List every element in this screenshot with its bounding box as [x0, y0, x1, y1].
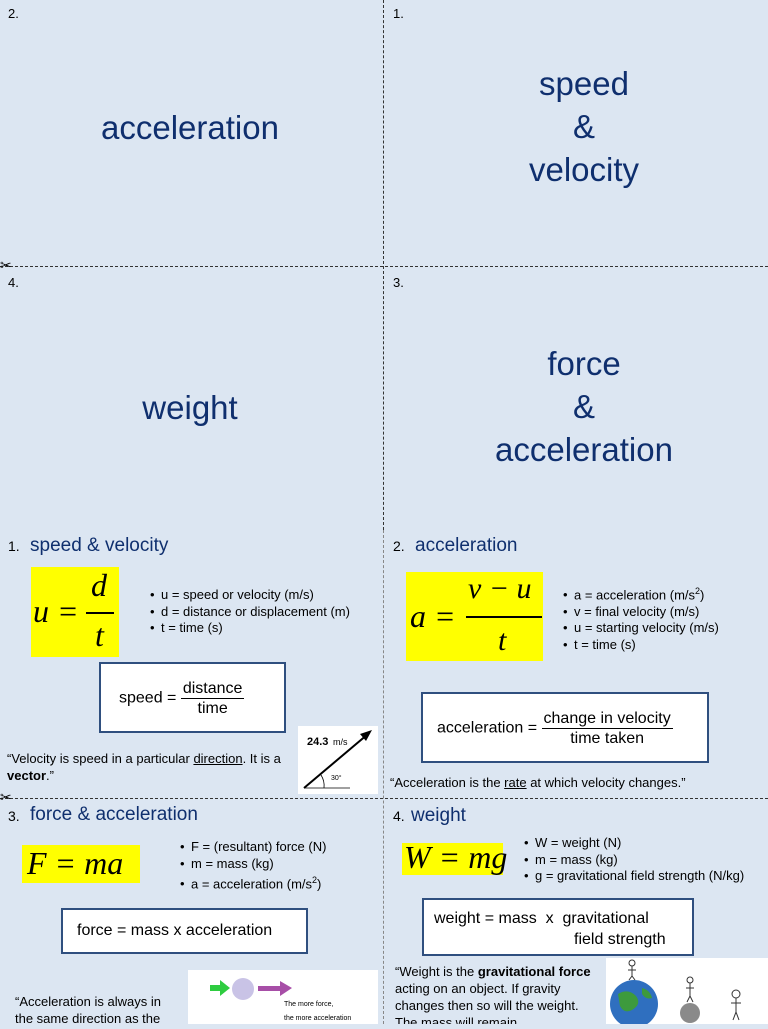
formula-lhs: a =	[410, 598, 456, 634]
speed-formula-highlight: u = d t	[31, 567, 119, 657]
weight-formula-highlight: W = mg	[402, 839, 507, 875]
scissors-icon: ✂	[0, 257, 12, 273]
vector-arrow-icon	[303, 730, 372, 789]
card-number: 3.	[393, 275, 404, 290]
weight-variable-list: W = weight (N) m = mass (kg) g = gravita…	[524, 835, 744, 885]
formula-lhs: u =	[33, 593, 79, 629]
card-number: 1.	[393, 6, 404, 21]
force-diagram: The more force, the more acceleration	[188, 970, 378, 1024]
card-number: 2.	[8, 6, 19, 21]
planets-icon	[610, 959, 741, 1028]
formula-weight: W = mg	[404, 839, 508, 875]
force-arrows-icon	[210, 978, 292, 1000]
acceleration-variable-list: a = acceleration (m/s2) v = final veloci…	[563, 583, 719, 653]
list-item: m = mass (kg)	[180, 856, 326, 873]
vector-magnitude: 24.3	[307, 736, 329, 748]
vector-angle: 30°	[331, 775, 342, 782]
horizontal-cut-line-2	[0, 798, 768, 799]
formula-numerator: d	[91, 567, 107, 603]
speed-variable-list: u = speed or velocity (m/s) d = distance…	[150, 587, 350, 637]
list-item: W = weight (N)	[524, 835, 744, 852]
list-item: d = distance or displacement (m)	[150, 604, 350, 621]
list-item: F = (resultant) force (N)	[180, 839, 326, 856]
section-title-acceleration: acceleration	[415, 535, 518, 556]
card-title-acceleration: acceleration	[101, 109, 279, 146]
list-item: t = time (s)	[563, 637, 719, 654]
vector-diagram: 24.3 m/s 30°	[298, 726, 378, 794]
card-title-weight: weight	[142, 389, 238, 426]
velocity-quote: “Velocity is speed in a particular direc…	[7, 751, 281, 783]
section-title-weight: weight	[411, 805, 466, 826]
formula-denominator: t	[95, 617, 104, 653]
section-number: 3.	[8, 808, 20, 824]
list-item: m = mass (kg)	[524, 852, 744, 869]
card-title-speed-velocity: speed&velocity	[528, 65, 640, 188]
formula-force: F = ma	[27, 845, 124, 881]
list-item: u = speed or velocity (m/s)	[150, 587, 350, 604]
formula-fraction-bar	[466, 616, 542, 618]
section-number: 1.	[8, 538, 20, 554]
formula-denominator: t	[498, 624, 507, 657]
force-variable-list: F = (resultant) force (N) m = mass (kg) …	[180, 839, 326, 893]
list-item: u = starting velocity (m/s)	[563, 620, 719, 637]
horizontal-cut-line-1	[0, 266, 768, 267]
weight-quote: “Weight is the gravitational force actin…	[395, 964, 591, 1024]
vertical-divider	[383, 530, 384, 1024]
diagram-caption: the more acceleration	[284, 1015, 352, 1022]
list-item: a = acceleration (m/s2)	[180, 872, 326, 893]
list-item: a = acceleration (m/s2)	[563, 583, 719, 604]
list-item: g = gravitational field strength (N/kg)	[524, 868, 744, 885]
formula-fraction-bar	[86, 612, 114, 614]
scissors-icon: ✂	[0, 789, 12, 805]
acceleration-formula-highlight: a = v − u t	[406, 572, 543, 661]
list-item: v = final velocity (m/s)	[563, 604, 719, 621]
card-number: 4.	[8, 275, 19, 290]
formula-numerator: v − u	[468, 572, 532, 605]
card-title-force-acceleration: force&acceleration	[495, 345, 673, 468]
weight-word-equation: weight = mass x gravitational field stre…	[422, 898, 694, 956]
vector-unit: m/s	[333, 737, 348, 747]
force-formula-highlight: F = ma	[22, 845, 140, 883]
acceleration-quote: “Acceleration is the rate at which veloc…	[390, 775, 686, 790]
gravity-illustration	[606, 958, 768, 1028]
force-word-equation: force = mass x acceleration	[61, 908, 308, 954]
section-number: 2.	[393, 538, 405, 554]
vertical-cut-line	[383, 0, 384, 530]
section-number: 4.	[393, 808, 405, 824]
diagram-caption: The more force,	[284, 1001, 334, 1008]
section-title-force-acceleration: force & acceleration	[30, 804, 198, 825]
section-title-speed-velocity: speed & velocity	[30, 535, 169, 556]
list-item: t = time (s)	[150, 620, 350, 637]
